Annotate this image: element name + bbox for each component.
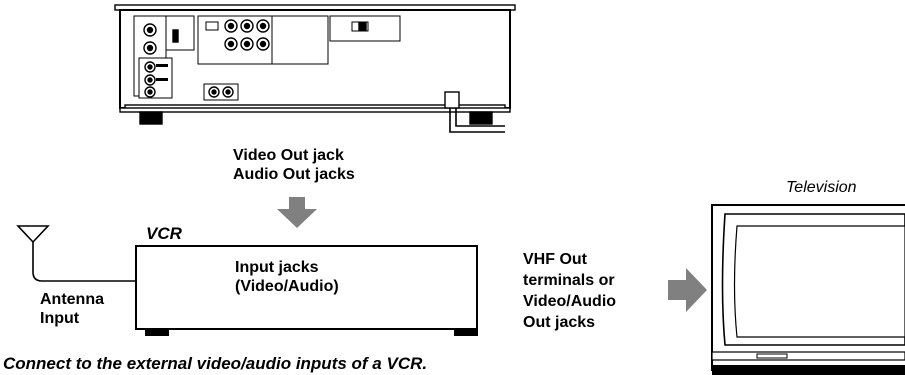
antenna-line-2: Input (40, 310, 80, 327)
player-output-label: Video Out jack Audio Out jacks (233, 146, 355, 184)
down-arrow (277, 197, 317, 228)
vcr-label: VCR (146, 224, 182, 243)
vcr-output-line-3: Video/Audio (523, 293, 617, 310)
vcr-output-line-1: VHF Out (523, 251, 587, 268)
vcr-output-label: VHF Out terminals or Video/Audio Out jac… (523, 249, 616, 333)
vcr-input-label: Input jacks (Video/Audio) (235, 258, 339, 296)
player-output-line-2: Audio Out jacks (233, 166, 355, 183)
caption: Connect to the external video/audio inpu… (3, 354, 428, 373)
antenna-line-1: Antenna (40, 291, 104, 308)
television-label: Television (786, 179, 857, 196)
right-arrow (668, 268, 707, 312)
vcr-output-line-4: Out jacks (523, 314, 596, 331)
vcr-box (135, 245, 478, 336)
vcr-output-line-2: terminals or (523, 272, 615, 289)
television-icon (711, 204, 905, 375)
vcr-input-line-2: (Video/Audio) (235, 278, 339, 295)
player-output-line-1: Video Out jack (233, 147, 344, 164)
vcr-input-line-1: Input jacks (235, 259, 319, 276)
antenna-label: Antenna Input (40, 290, 104, 328)
player-rear-panel (114, 4, 516, 133)
antenna-icon (16, 225, 136, 282)
